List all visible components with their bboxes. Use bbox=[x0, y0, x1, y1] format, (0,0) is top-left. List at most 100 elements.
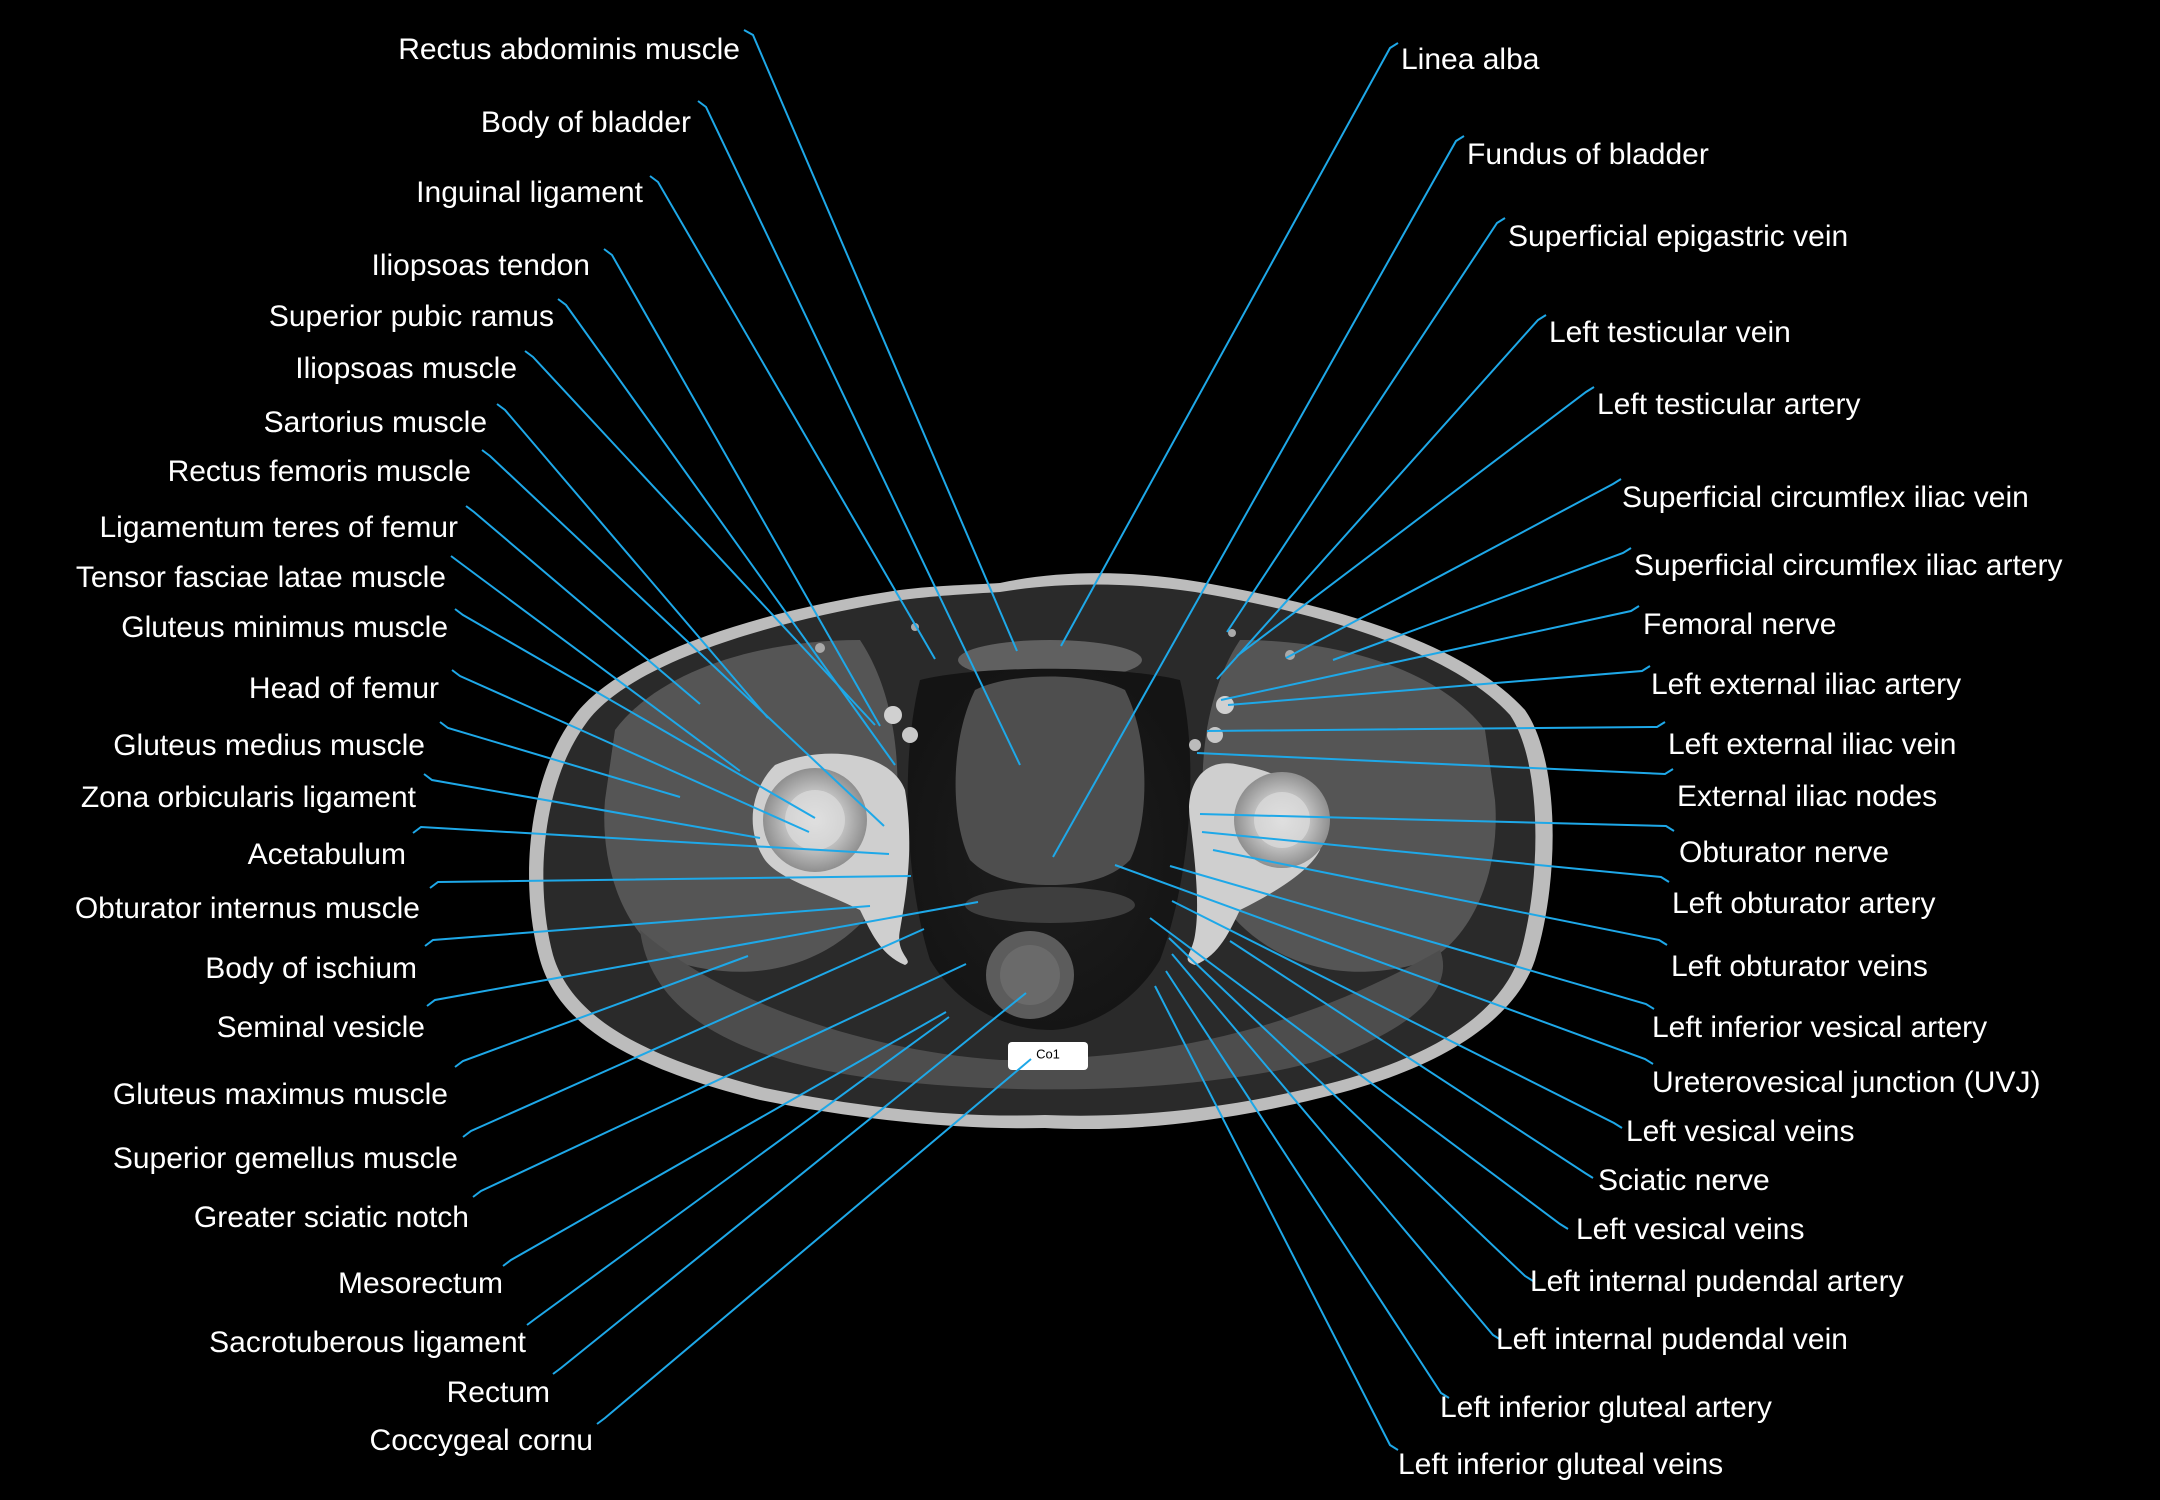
leader-line bbox=[472, 963, 967, 1198]
leader-line bbox=[649, 175, 936, 660]
label-left-testicular-vein: Left testicular vein bbox=[1549, 316, 1791, 349]
label-superficial-circumflex-iliac-vein: Superficial circumflex iliac vein bbox=[1622, 481, 2029, 514]
label-left-inferior-gluteal-veins: Left inferior gluteal veins bbox=[1398, 1448, 1723, 1481]
leader-line bbox=[1165, 970, 1450, 1399]
label-head-of-femur: Head of femur bbox=[249, 672, 439, 705]
leader-line bbox=[557, 298, 896, 766]
label-mesorectum: Mesorectum bbox=[338, 1267, 503, 1300]
label-body-of-ischium: Body of ischium bbox=[205, 952, 417, 985]
label-left-external-iliac-vein: Left external iliac vein bbox=[1668, 728, 1957, 761]
leader-line bbox=[596, 1058, 1032, 1425]
leader-line bbox=[423, 773, 761, 839]
leader-line bbox=[1052, 135, 1465, 858]
leader-line bbox=[1332, 547, 1632, 661]
leader-line bbox=[1285, 478, 1622, 659]
leader-line bbox=[502, 1011, 947, 1267]
leader-line bbox=[426, 901, 979, 1007]
leader-line bbox=[1169, 865, 1655, 1010]
label-rectus-femoris-muscle: Rectus femoris muscle bbox=[168, 455, 471, 488]
leader-line bbox=[454, 608, 816, 819]
label-left-testicular-artery: Left testicular artery bbox=[1597, 388, 1860, 421]
label-coccygeal-cornu: Coccygeal cornu bbox=[370, 1424, 593, 1457]
leader-line bbox=[424, 905, 871, 947]
leader-line bbox=[1206, 721, 1666, 732]
vertebra-marker: Co1 bbox=[1036, 1046, 1060, 1061]
right-label-column: Linea alba Fundus of bladder Superficial… bbox=[1398, 43, 2062, 1481]
label-zona-orbicularis: Zona orbicularis ligament bbox=[81, 781, 417, 814]
leader-line bbox=[1171, 900, 1623, 1129]
leader-line bbox=[526, 1016, 950, 1326]
label-fundus-of-bladder: Fundus of bladder bbox=[1467, 138, 1709, 171]
leader-line bbox=[1060, 42, 1399, 647]
label-left-vesical-veins: Left vesical veins bbox=[1626, 1115, 1854, 1148]
leader-line bbox=[1227, 665, 1651, 706]
left-femoral-vessel bbox=[884, 706, 902, 724]
label-iliopsoas-tendon: Iliopsoas tendon bbox=[372, 249, 591, 282]
label-body-of-bladder: Body of bladder bbox=[481, 106, 691, 139]
label-greater-sciatic-notch: Greater sciatic notch bbox=[194, 1201, 469, 1234]
leader-lines bbox=[412, 29, 1675, 1451]
right-femoral-vessel bbox=[1216, 696, 1234, 714]
label-inguinal-ligament: Inguinal ligament bbox=[416, 176, 643, 209]
leader-line bbox=[1149, 917, 1569, 1230]
bladder bbox=[955, 676, 1145, 885]
label-ureterovesical-junction: Ureterovesical junction (UVJ) bbox=[1652, 1066, 2040, 1099]
label-linea-alba: Linea alba bbox=[1401, 43, 1540, 76]
label-superficial-epigastric-vein: Superficial epigastric vein bbox=[1508, 220, 1848, 253]
label-left-internal-pudendal-vein: Left internal pudendal vein bbox=[1496, 1323, 1848, 1356]
label-superior-pubic-ramus: Superior pubic ramus bbox=[269, 300, 554, 333]
leader-line bbox=[1212, 849, 1668, 946]
label-ligamentum-teres: Ligamentum teres of femur bbox=[100, 511, 459, 544]
label-superficial-circumflex-iliac-artery: Superficial circumflex iliac artery bbox=[1634, 549, 2062, 582]
leader-line bbox=[1236, 386, 1595, 657]
leader-line bbox=[465, 505, 701, 705]
label-obturator-nerve: Obturator nerve bbox=[1679, 836, 1889, 869]
leader-line bbox=[1226, 217, 1506, 633]
leader-line bbox=[1171, 953, 1502, 1341]
leader-line bbox=[1220, 605, 1640, 701]
leader-line bbox=[1196, 752, 1674, 776]
leader-line bbox=[412, 825, 890, 855]
left-label-column: Rectus abdominis muscle Body of bladder … bbox=[75, 33, 740, 1457]
seminal-vesicle-shape bbox=[965, 887, 1135, 923]
coccyx-shape bbox=[1008, 1042, 1088, 1070]
label-femoral-nerve: Femoral nerve bbox=[1643, 608, 1836, 641]
leader-line bbox=[496, 403, 769, 719]
leader-line bbox=[552, 992, 1027, 1375]
label-seminal-vesicle: Seminal vesicle bbox=[217, 1011, 425, 1044]
label-left-obturator-veins: Left obturator veins bbox=[1671, 950, 1928, 983]
label-left-external-iliac-artery: Left external iliac artery bbox=[1651, 668, 1961, 701]
leader-line bbox=[603, 248, 881, 727]
label-rectus-abdominis: Rectus abdominis muscle bbox=[398, 33, 740, 66]
label-left-inferior-gluteal-artery: Left inferior gluteal artery bbox=[1440, 1391, 1772, 1424]
gluteal-muscle bbox=[640, 930, 1444, 1090]
label-tensor-fasciae-latae: Tensor fasciae latae muscle bbox=[76, 561, 446, 594]
label-rectum: Rectum bbox=[447, 1376, 550, 1409]
label-sciatic-nerve: Sciatic nerve bbox=[1598, 1164, 1770, 1197]
label-obturator-internus: Obturator internus muscle bbox=[75, 892, 420, 925]
leader-line bbox=[1201, 831, 1670, 883]
label-iliopsoas-muscle: Iliopsoas muscle bbox=[295, 352, 517, 385]
leader-line bbox=[743, 29, 1018, 652]
label-superior-gemellus: Superior gemellus muscle bbox=[113, 1142, 458, 1175]
leader-line bbox=[1114, 864, 1654, 1065]
label-left-internal-pudendal-artery: Left internal pudendal artery bbox=[1530, 1265, 1904, 1298]
leader-line bbox=[1216, 314, 1547, 680]
leader-line bbox=[1154, 985, 1399, 1451]
label-left-vesical-veins-2: Left vesical veins bbox=[1576, 1213, 1804, 1246]
leader-line bbox=[462, 928, 925, 1138]
label-gluteus-maximus: Gluteus maximus muscle bbox=[113, 1078, 448, 1111]
leader-line bbox=[1168, 937, 1534, 1282]
label-left-obturator-artery: Left obturator artery bbox=[1672, 887, 1935, 920]
label-acetabulum: Acetabulum bbox=[248, 838, 406, 871]
label-left-inferior-vesical-artery: Left inferior vesical artery bbox=[1652, 1011, 1987, 1044]
leader-line bbox=[450, 555, 741, 772]
leader-line bbox=[697, 100, 1021, 766]
label-gluteus-minimus: Gluteus minimus muscle bbox=[121, 611, 448, 644]
label-gluteus-medius: Gluteus medius muscle bbox=[113, 729, 425, 762]
leader-line bbox=[451, 669, 810, 833]
label-sartorius-muscle: Sartorius muscle bbox=[264, 406, 487, 439]
leader-line bbox=[481, 449, 885, 827]
label-sacrotuberous-ligament: Sacrotuberous ligament bbox=[209, 1326, 527, 1359]
